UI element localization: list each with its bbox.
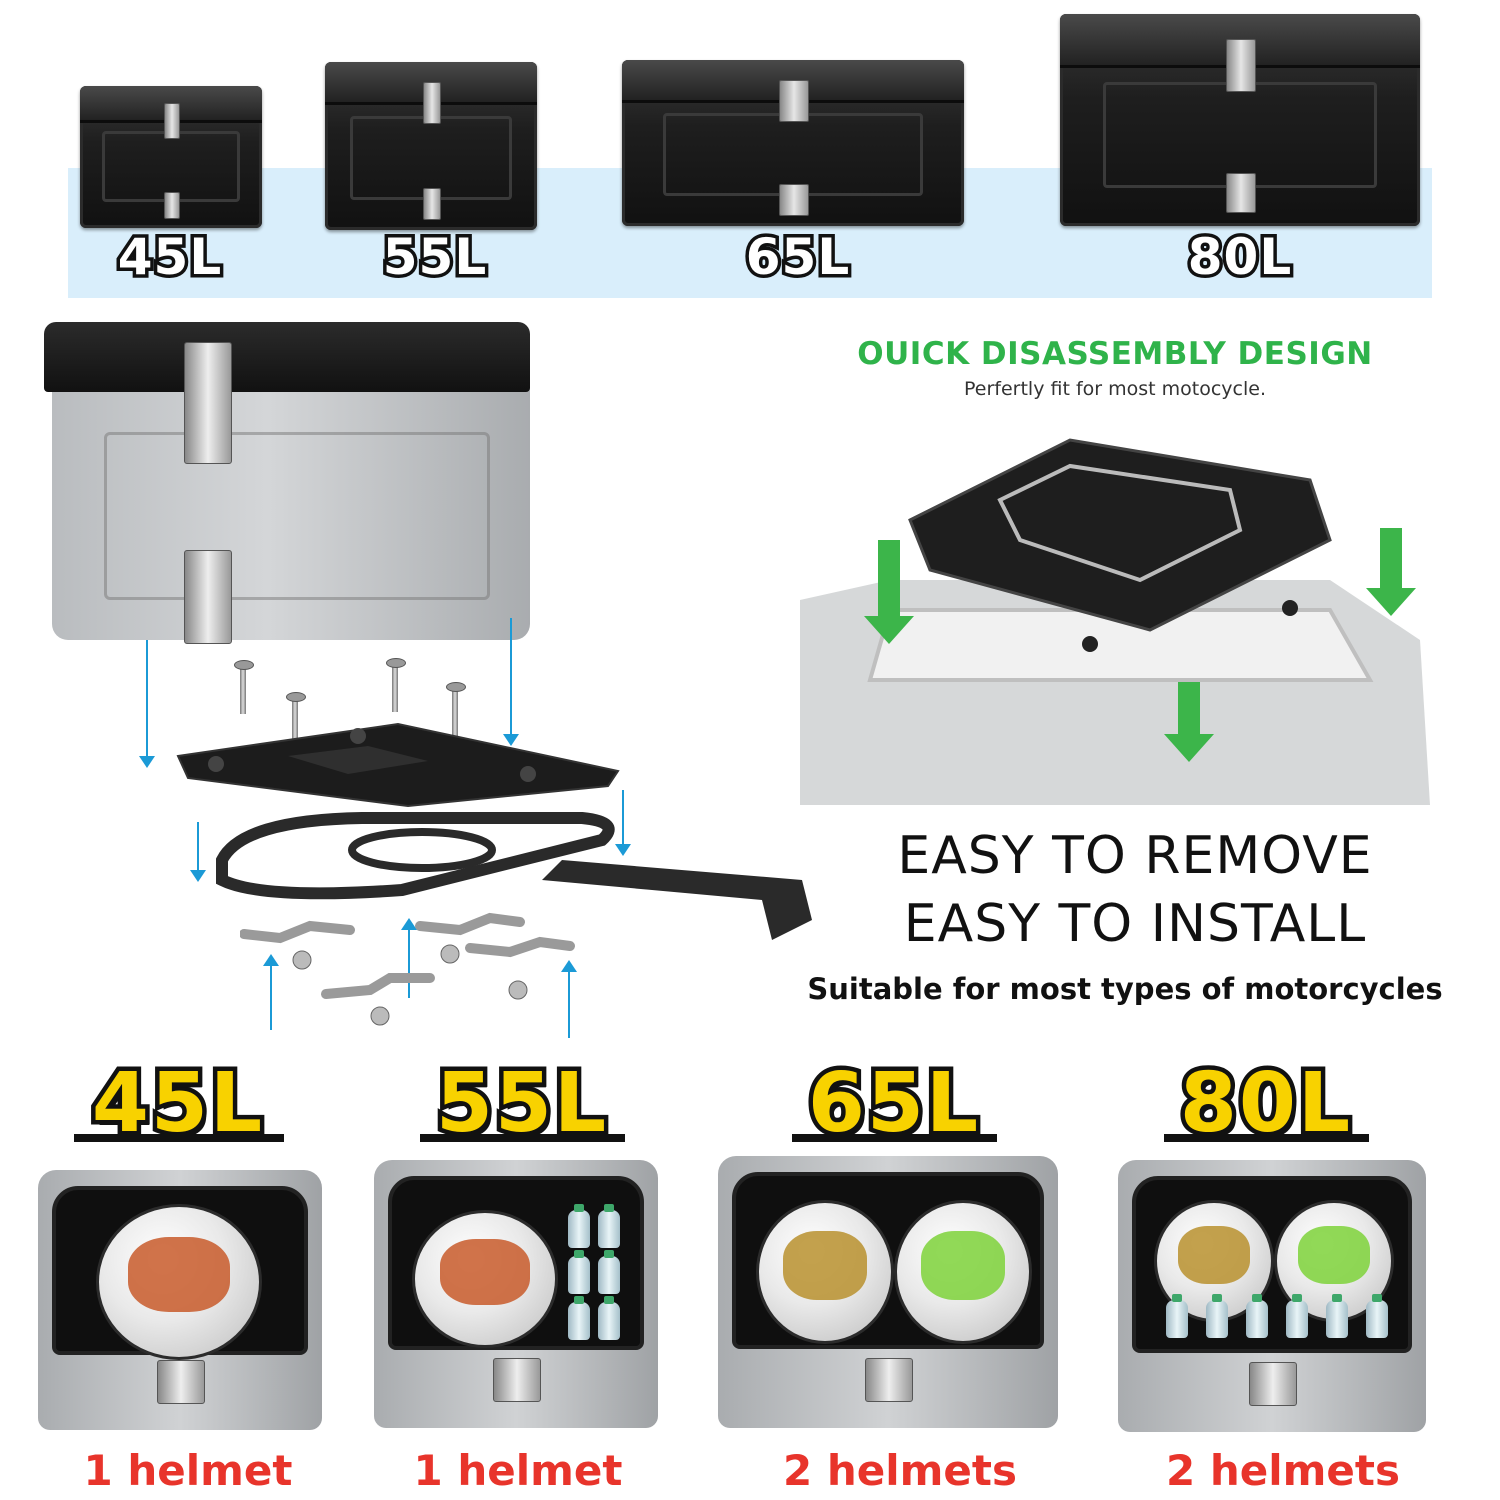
bolt-image [446, 682, 466, 736]
blue-arrow-down [139, 640, 155, 768]
easy-install-headline: EASY TO INSTALL [903, 894, 1367, 954]
top-size-label: 65L [742, 225, 852, 290]
blue-arrow-down [503, 618, 519, 746]
top-size-label: 45L [114, 225, 224, 290]
blue-arrow-up [561, 960, 577, 1038]
quick-disassembly-illustration [770, 420, 1430, 805]
rack-frame-image [216, 812, 812, 940]
size-underline [792, 1134, 997, 1142]
bolt-image [386, 658, 406, 712]
quick-disassembly-title: OUICK DISASSEMBLY DESIGN [857, 336, 1373, 372]
size-underline [74, 1134, 284, 1142]
bolt-image [234, 660, 254, 714]
blue-arrow-up [263, 954, 279, 1030]
open-box-45l-image [38, 1170, 322, 1430]
mounting-plate-image [176, 722, 620, 808]
open-box-55l-image [374, 1160, 658, 1428]
box-55l-image [325, 62, 537, 230]
helmet-capacity-label: 1 helmet [413, 1446, 623, 1495]
blue-arrow-up [401, 918, 417, 998]
easy-remove-headline: EASY TO REMOVE [897, 826, 1373, 886]
green-arrow-down [1366, 528, 1416, 616]
size-underline [1164, 1134, 1369, 1142]
top-size-label: 80L [1184, 225, 1294, 290]
size-underline [420, 1134, 625, 1142]
box-65l-image [622, 60, 964, 226]
green-arrow-down [1164, 682, 1214, 762]
helmet-capacity-label: 2 helmets [783, 1446, 1017, 1495]
green-arrow-down [864, 540, 914, 644]
box-45l-image [80, 86, 262, 228]
blue-arrow-down [615, 790, 631, 856]
top-size-label: 55L [379, 225, 489, 290]
silver-top-box-image [44, 322, 530, 644]
helmet-capacity-label: 1 helmet [83, 1446, 293, 1495]
open-box-65l-image [718, 1156, 1058, 1428]
quick-disassembly-subtitle: Perfertly fit for most motocycle. [964, 378, 1266, 400]
open-box-80l-image [1118, 1160, 1426, 1432]
blue-arrow-down [190, 822, 206, 882]
bolt-image [286, 692, 306, 746]
box-80l-image [1060, 14, 1420, 226]
clamp-brackets-image [240, 912, 575, 1026]
suitable-text: Suitable for most types of motorcycles [807, 972, 1443, 1006]
helmet-capacity-label: 2 helmets [1166, 1446, 1400, 1495]
